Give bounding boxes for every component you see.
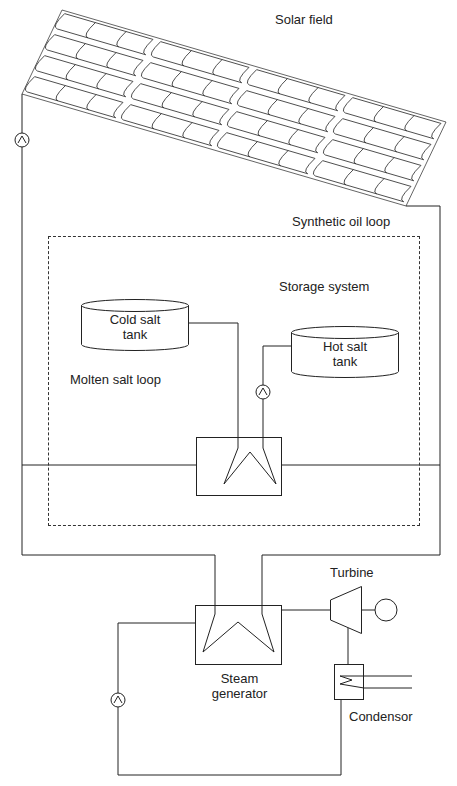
trough-collector (55, 14, 153, 55)
field-outline (22, 10, 446, 206)
trough-collector (237, 91, 335, 132)
loop-label: Synthetic oil loop (292, 214, 390, 229)
trough-collector (313, 161, 411, 202)
node-label: Steam generator (196, 671, 283, 701)
trough-collector (333, 119, 431, 160)
heat-exchanger (197, 438, 282, 496)
pipe-line (348, 628, 349, 664)
turbine-outline (331, 587, 362, 634)
node-label: Hot salt tank (312, 339, 378, 369)
trough-collector (227, 112, 325, 153)
turbine-outline (330, 586, 362, 634)
trough-collector (35, 56, 133, 97)
node-label: Solar field (275, 12, 333, 27)
salt-tank: Cold salt tank (81, 299, 189, 351)
condenser-coil (340, 676, 412, 688)
trough-collector (323, 140, 421, 181)
pipe-line (22, 94, 215, 605)
node-label: Turbine (330, 565, 374, 580)
tank-rim (82, 306, 189, 312)
turbine-shaft (362, 610, 375, 611)
steam-generator-coil (203, 605, 274, 652)
pump-symbol (256, 385, 270, 399)
trough-collector (217, 133, 315, 174)
loop-label: Molten salt loop (70, 372, 161, 387)
node-label: Storage system (279, 279, 369, 294)
trough-collector (121, 105, 219, 146)
solar-troughs (22, 10, 446, 206)
pipe-line (189, 323, 291, 484)
pump-symbol (15, 133, 29, 147)
trough-collector (45, 35, 143, 76)
trough-collector (247, 70, 345, 111)
pipe-line (118, 623, 341, 775)
node-label: Cold salt tank (102, 312, 168, 342)
trough-collector (131, 84, 229, 125)
condenser-box: Condensor (334, 664, 364, 700)
pump-symbol (111, 693, 125, 707)
steam-generator: Steam generator (195, 605, 282, 665)
node-label: Condensor (349, 709, 413, 724)
oil-branch-line (22, 465, 440, 466)
solar-field: Solar field (22, 8, 450, 206)
trough-collector (151, 42, 249, 83)
pipe-line (262, 206, 440, 605)
tank-outline (292, 327, 399, 378)
trough-collector (343, 98, 441, 139)
trough-collector (141, 63, 239, 104)
pipe-line (282, 610, 330, 611)
salt-tank: Hot salt tank (291, 326, 399, 378)
generator-symbol (375, 599, 397, 621)
turbine-symbol: Turbine (330, 586, 362, 634)
tank-outline (82, 300, 189, 351)
tank-rim (292, 333, 399, 339)
trough-collector (25, 77, 123, 118)
